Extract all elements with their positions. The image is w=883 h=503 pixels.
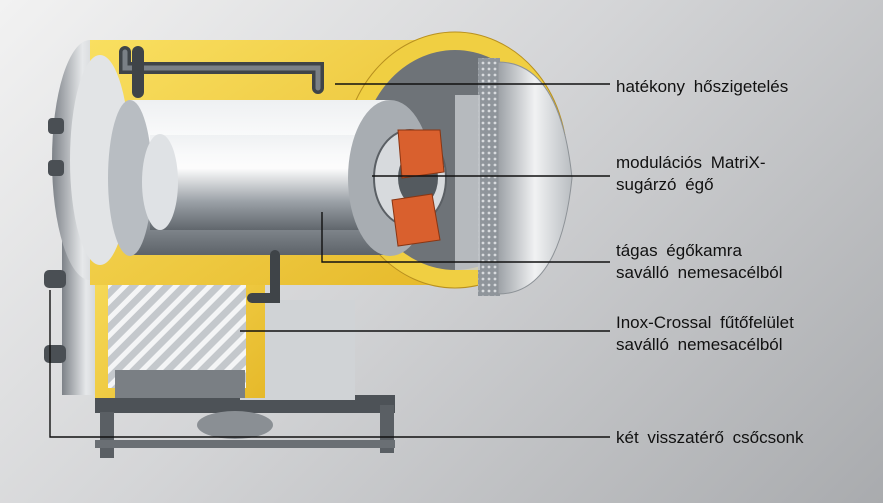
matrix-burner <box>373 129 447 247</box>
flow-piping <box>119 46 324 303</box>
leader-chamber <box>321 212 610 263</box>
burner-door <box>455 58 573 296</box>
label-chamber: tágas égőkamra saválló nemesacélból <box>616 241 783 282</box>
label-burner: modulációs MatriX- sugárzó égő <box>616 153 766 194</box>
label-heating-surface: Inox-Crossal fűtőfelület saválló nemesac… <box>616 313 794 354</box>
leader-return <box>49 290 610 438</box>
label-return: két visszatérő csőcsonk <box>616 428 804 447</box>
leader-lines <box>49 83 610 438</box>
return-stubs <box>44 118 66 363</box>
label-insulation: hatékony hőszigetelés <box>616 77 789 96</box>
base-frame <box>95 395 395 458</box>
